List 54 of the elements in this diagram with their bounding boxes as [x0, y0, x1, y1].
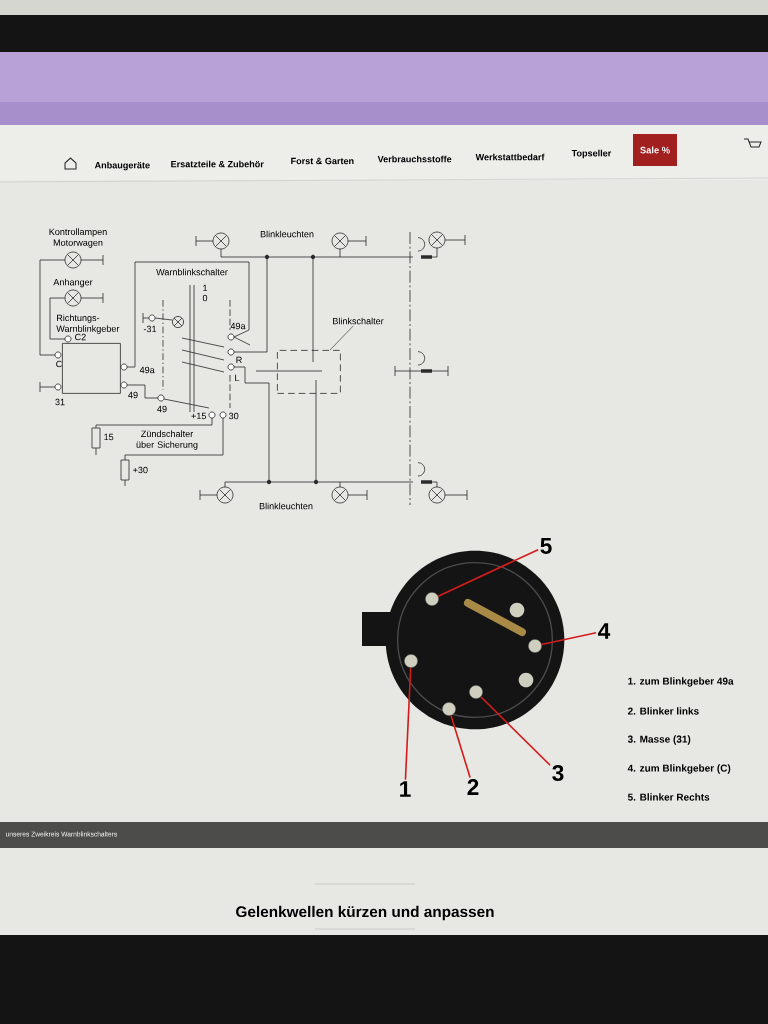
nav-link: Ersatzteile & Zubehör — [171, 160, 264, 168]
terminal-label: 15 — [104, 433, 114, 441]
leader-line — [437, 548, 539, 597]
pin-label: 49a — [139, 366, 155, 374]
pin-description: 4. zum Blinkgeber (C) — [627, 764, 731, 774]
leader-line — [480, 695, 551, 766]
callout-number: 3 — [552, 764, 564, 782]
nav-link: Werkstattbedarf — [475, 153, 545, 161]
callout-number: 4 — [598, 623, 611, 639]
terminal-label: 49a — [230, 322, 246, 330]
switch-outline — [277, 350, 341, 394]
callout-number: 1 — [400, 781, 411, 797]
screw-terminal — [469, 685, 483, 699]
switch-position-label: 1 — [203, 284, 208, 292]
diagram-label: Blinkleuchten — [260, 230, 314, 238]
screw-terminal — [528, 639, 542, 653]
terminal-label: +30 — [133, 466, 148, 474]
pin-label: 49 — [128, 391, 138, 399]
screw-terminal — [442, 702, 456, 716]
node-label: Richtungs-Warnblinkgeber — [56, 314, 120, 334]
diagram-label: Zündschalter über Sicherung — [136, 430, 198, 450]
pin-label: C2 — [75, 333, 86, 341]
pin-description: 5. Blinker Rechts — [627, 793, 710, 801]
terminal-label: +15 — [191, 412, 206, 420]
leader-line — [404, 666, 412, 781]
terminal-label: L — [235, 374, 240, 382]
pin-description: 1. zum Blinkgeber 49a — [628, 677, 734, 687]
screw-terminal — [425, 592, 439, 606]
leader-line — [450, 714, 471, 779]
callout-number: 5 — [540, 538, 552, 554]
pin-description: 2. Blinker links — [627, 707, 699, 715]
nav-link: Forst & Garten — [291, 157, 354, 165]
terminal-label: -31 — [143, 325, 157, 333]
diagram-label: Anhanger — [53, 278, 93, 288]
pin-label: 31 — [55, 398, 65, 406]
component-label: Blinkschalter — [333, 317, 384, 325]
screw-terminal — [404, 654, 418, 668]
diagram-label: Blinkleuchten — [259, 502, 313, 510]
terminal-label: 30 — [228, 412, 239, 420]
section-heading: Gelenkwellen kürzen und anpassen — [236, 905, 494, 921]
diagram-label: Warnblinkschalter — [156, 268, 228, 276]
pin-label: C — [56, 360, 62, 368]
pin-description: 3. Masse (31) — [627, 735, 691, 745]
terminal-label: 49 — [157, 405, 167, 413]
leader-line — [329, 325, 354, 351]
nav-link: Anbaugeräte — [94, 161, 150, 171]
leader-line — [540, 631, 597, 646]
diagram-label: Kontrollampen Motorwagen — [49, 228, 107, 248]
nav-link: Topseller — [571, 149, 612, 159]
callout-number: 2 — [467, 779, 479, 795]
switch-position-label: 0 — [202, 294, 208, 302]
sale-button: Sale % — [633, 134, 677, 166]
nav-link: Verbrauchsstoffe — [377, 155, 452, 163]
terminal-label: R — [236, 356, 242, 364]
